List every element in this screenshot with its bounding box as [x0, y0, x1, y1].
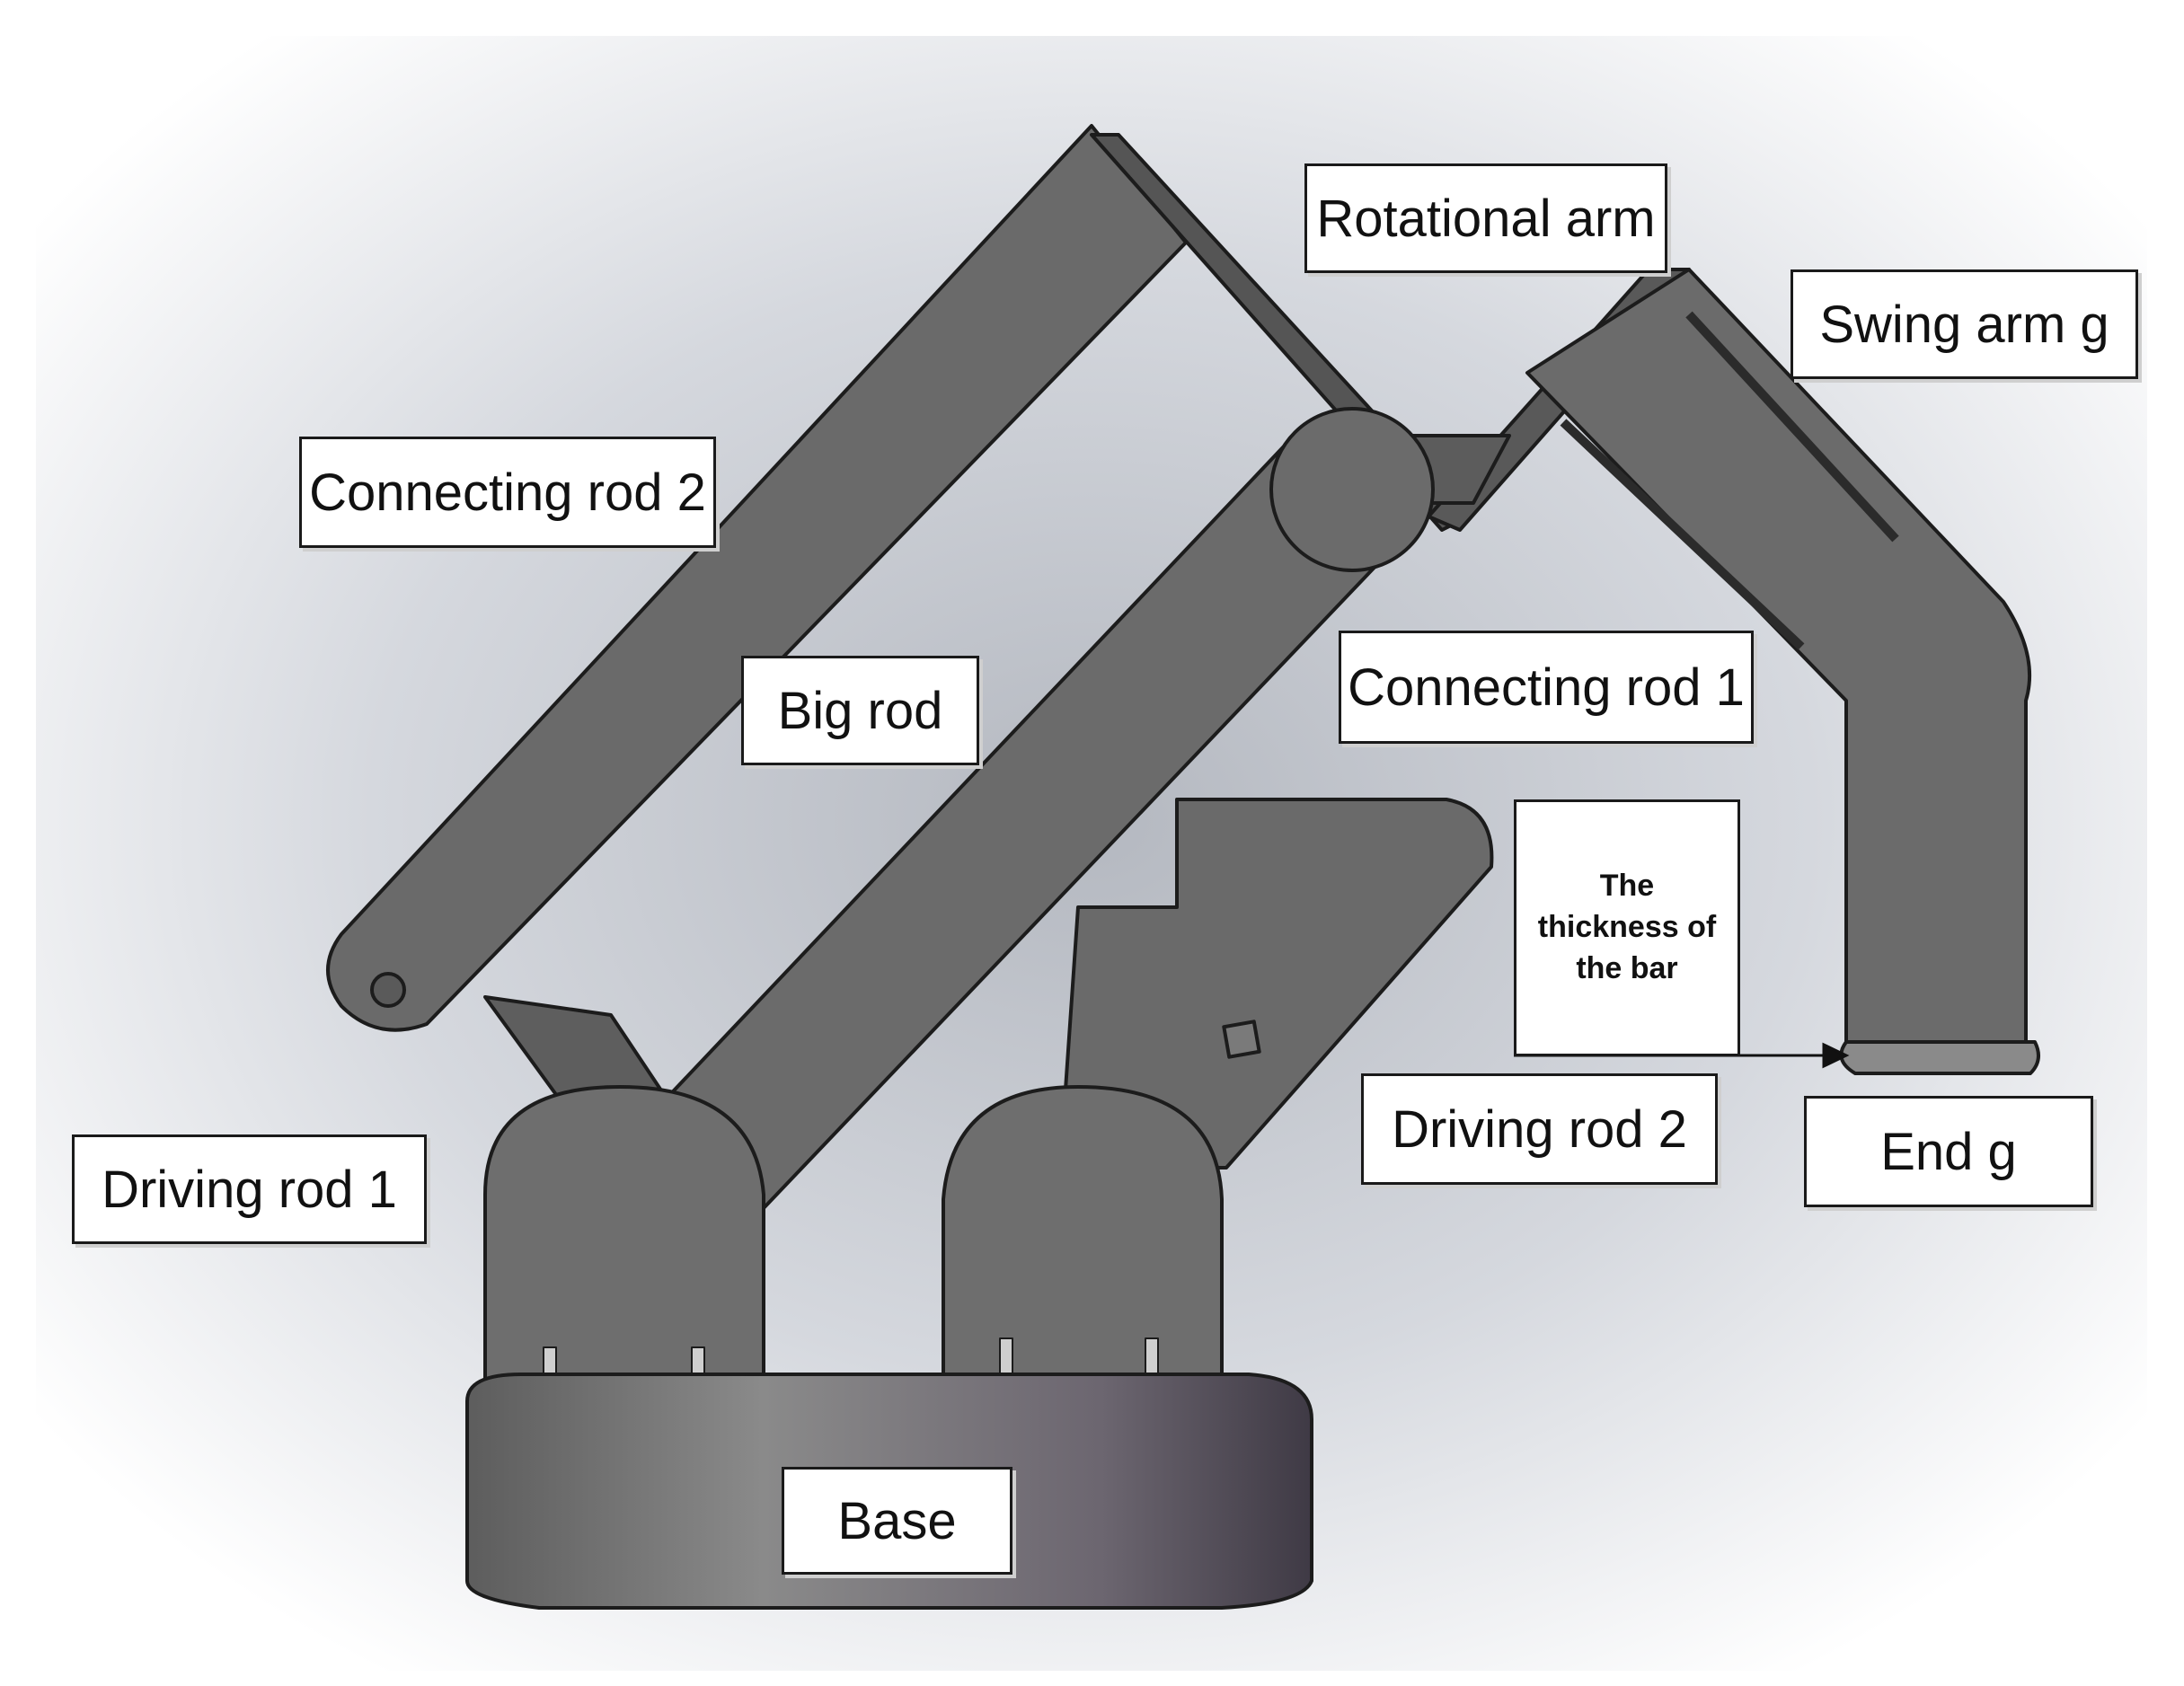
swing-arm-slot-2: [1560, 419, 1805, 650]
pin: [1145, 1337, 1159, 1375]
big-rod-top-joint: [1269, 407, 1435, 572]
end-g-shape: [1839, 1040, 2040, 1075]
left-support-shape: [483, 1085, 765, 1399]
label-base: Base: [782, 1467, 1012, 1575]
connecting-rod-2-pin: [370, 972, 406, 1008]
label-swing-arm: Swing arm g: [1791, 269, 2138, 379]
right-support-shape: [942, 1085, 1224, 1399]
label-big-rod: Big rod: [741, 656, 979, 765]
connecting-rod-2-shape: [326, 124, 1188, 1032]
driving-rod-2-key: [1222, 1020, 1261, 1059]
label-connecting-rod-2: Connecting rod 2: [299, 437, 716, 548]
pin: [999, 1337, 1013, 1375]
label-thickness: The thickness of the bar: [1514, 799, 1740, 1056]
label-end-g: End g: [1804, 1096, 2093, 1207]
swing-arm-slot: [1685, 311, 1899, 543]
label-driving-rod-1: Driving rod 1: [72, 1134, 427, 1244]
label-driving-rod-2: Driving rod 2: [1361, 1073, 1718, 1185]
label-connecting-rod-1: Connecting rod 1: [1339, 631, 1754, 744]
label-rotational-arm: Rotational arm: [1304, 163, 1667, 273]
